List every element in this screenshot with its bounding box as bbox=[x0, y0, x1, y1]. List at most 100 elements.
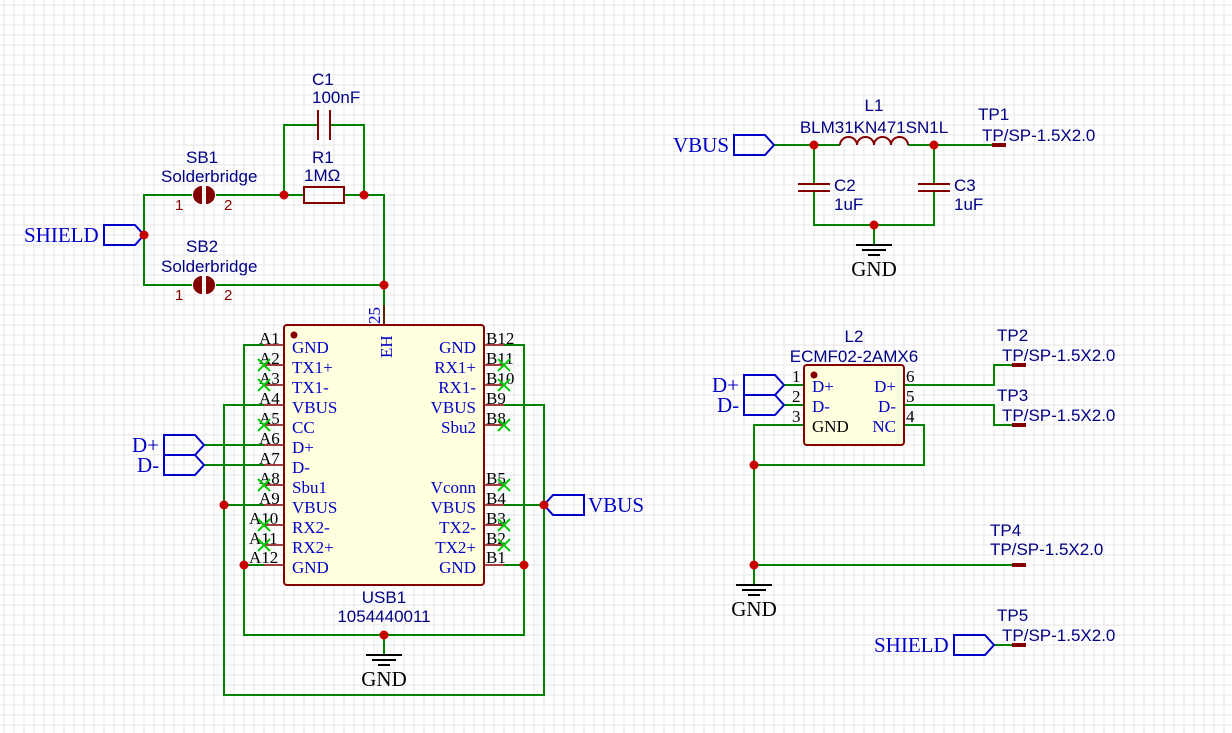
pin-name: TX1- bbox=[292, 378, 329, 397]
pin-name: D- bbox=[292, 458, 310, 477]
pin-name: D+ bbox=[812, 377, 834, 396]
pin-name: GND bbox=[292, 338, 329, 357]
shield-bridge-block: C1 100nF R1 1MΩ SB1 Solderbridge 1 2 SB2… bbox=[24, 70, 389, 325]
shield-label-flag bbox=[103, 224, 146, 246]
shield-label-flag bbox=[953, 634, 996, 656]
c1-ref: C1 bbox=[312, 70, 334, 89]
pin-num: A7 bbox=[259, 449, 280, 468]
pin-num: B11 bbox=[486, 349, 514, 368]
pin-name: TX1+ bbox=[292, 358, 333, 377]
pin-num: 3 bbox=[792, 407, 801, 426]
tp5-ref: TP5 bbox=[997, 606, 1028, 625]
pin-name: TX2- bbox=[439, 518, 476, 537]
pin1-marker bbox=[290, 331, 298, 339]
vbus-filter-block: L1 BLM31KN471SN1L C2 1uF C3 1uF TP1 TP/S… bbox=[673, 96, 1095, 281]
esd-block: 1 2 3 6 5 4 D+ D- GND D+ D- NC L2 ECMF02… bbox=[712, 326, 1115, 657]
r1-body bbox=[303, 186, 345, 204]
pin-num: A6 bbox=[259, 429, 280, 448]
pin-name: D+ bbox=[874, 377, 896, 396]
l1-value: BLM31KN471SN1L bbox=[800, 118, 948, 137]
tp1-value: TP/SP-1.5X2.0 bbox=[982, 126, 1095, 145]
usb1-pin-stubs bbox=[264, 305, 504, 566]
junction bbox=[869, 220, 879, 230]
pin-num: B12 bbox=[486, 329, 514, 348]
wire bbox=[143, 235, 192, 286]
sb2-half bbox=[206, 276, 215, 294]
pin-name: TX2+ bbox=[435, 538, 476, 557]
dm-label-flag bbox=[743, 394, 786, 416]
pin-num: 6 bbox=[906, 367, 915, 386]
vbus-label-flag bbox=[542, 494, 585, 516]
c3-ref: C3 bbox=[954, 176, 976, 195]
pin-name: Sbu1 bbox=[292, 478, 327, 497]
wire-vbus-loop bbox=[223, 404, 545, 696]
pin-num: A4 bbox=[259, 389, 280, 408]
junction bbox=[359, 190, 369, 200]
pin-num: A12 bbox=[249, 548, 278, 567]
pin-name: RX2- bbox=[292, 518, 330, 537]
l2-value: ECMF02-2AMX6 bbox=[790, 347, 918, 366]
pin-name: GND bbox=[292, 558, 329, 577]
gnd-label: GND bbox=[731, 597, 777, 621]
eh-pin-name: EH bbox=[377, 335, 396, 358]
wire bbox=[904, 364, 1014, 386]
junction bbox=[539, 500, 549, 510]
gnd-label: GND bbox=[851, 257, 897, 281]
junction bbox=[279, 190, 289, 200]
gnd-symbol bbox=[366, 654, 402, 666]
pin-name: Vconn bbox=[431, 478, 477, 497]
junction bbox=[239, 560, 249, 570]
r1-ref: R1 bbox=[312, 148, 334, 167]
dm-label: D- bbox=[717, 393, 739, 417]
pin-name: D- bbox=[878, 397, 896, 416]
vbus-label: VBUS bbox=[673, 133, 729, 157]
pin-name: VBUS bbox=[431, 498, 476, 517]
tp2-ref: TP2 bbox=[997, 326, 1028, 345]
wire bbox=[344, 194, 385, 285]
pin-num: B10 bbox=[486, 369, 514, 388]
junction bbox=[519, 560, 529, 570]
dp-label: D+ bbox=[132, 433, 159, 457]
r1-value: 1MΩ bbox=[304, 166, 340, 185]
junction bbox=[749, 460, 759, 470]
pin-num: B1 bbox=[486, 548, 506, 567]
pin-name: VBUS bbox=[292, 398, 337, 417]
c2-ref: C2 bbox=[834, 176, 856, 195]
sb1-pin2: 2 bbox=[224, 197, 232, 214]
pin-name: GND bbox=[812, 417, 849, 436]
pin-num: 2 bbox=[792, 387, 801, 406]
tp3-ref: TP3 bbox=[997, 386, 1028, 405]
tp3-value: TP/SP-1.5X2.0 bbox=[1002, 406, 1115, 425]
pin-name: RX1- bbox=[438, 378, 476, 397]
vbus-label: VBUS bbox=[588, 493, 644, 517]
pin-num: B4 bbox=[486, 489, 506, 508]
junction bbox=[379, 280, 389, 290]
junction bbox=[219, 500, 229, 510]
pin-num: A9 bbox=[259, 489, 280, 508]
pin-name: GND bbox=[439, 558, 476, 577]
tp2-value: TP/SP-1.5X2.0 bbox=[1002, 346, 1115, 365]
pin1-marker bbox=[810, 371, 818, 379]
sb2-value: Solderbridge bbox=[161, 257, 257, 276]
pin-num: B9 bbox=[486, 389, 506, 408]
sb1-half bbox=[193, 186, 202, 204]
c3-value: 1uF bbox=[954, 195, 983, 214]
pin-name: D- bbox=[812, 397, 830, 416]
c1-value: 100nF bbox=[312, 88, 360, 107]
l2-body bbox=[803, 364, 905, 446]
dm-label-flag bbox=[163, 454, 206, 476]
pin-name: GND bbox=[439, 338, 476, 357]
sb1-value: Solderbridge bbox=[161, 167, 257, 186]
l1-ref: L1 bbox=[865, 96, 884, 115]
pin-name: CC bbox=[292, 418, 315, 437]
junction bbox=[929, 140, 939, 150]
usb1-ref: USB1 bbox=[362, 588, 406, 607]
tp1-ref: TP1 bbox=[978, 105, 1009, 124]
sb2-pin2: 2 bbox=[224, 287, 232, 304]
tp5-value: TP/SP-1.5X2.0 bbox=[1002, 626, 1115, 645]
sb2-half bbox=[193, 276, 202, 294]
usb1-value: 1054440011 bbox=[337, 607, 430, 626]
sb2-ref: SB2 bbox=[186, 237, 218, 256]
